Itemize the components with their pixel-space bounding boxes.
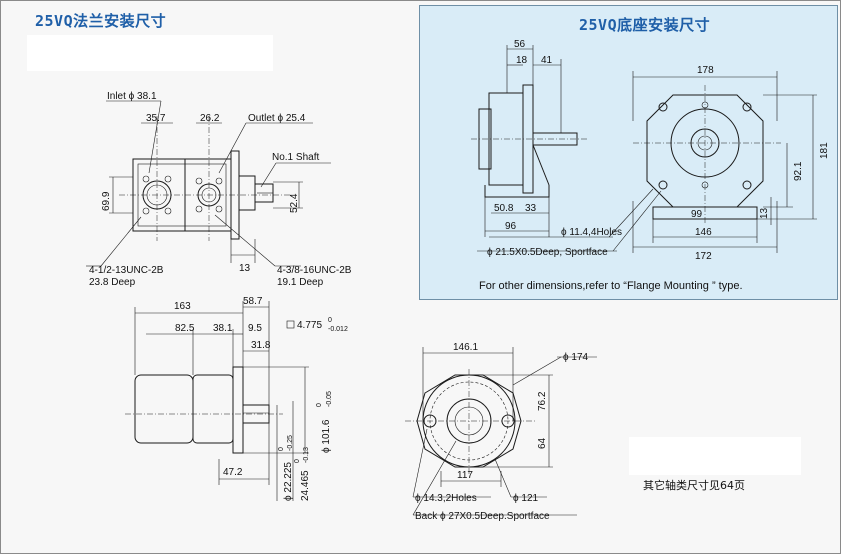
label-thread-1-depth: 23.8 Deep	[89, 277, 136, 288]
dim-key: 4.775	[297, 320, 322, 331]
dim-101-6-tol-lower: -0.05	[326, 391, 333, 407]
dim-52-4: 52.4	[289, 193, 300, 213]
dim-22-225-tol-lower: -0.25	[287, 435, 294, 451]
dim-101-6: ϕ 101.6	[321, 419, 332, 453]
dim-101-6-tol-upper: 0	[316, 403, 323, 407]
flange-top-view	[86, 100, 331, 267]
side-view	[125, 301, 309, 501]
front-view	[405, 347, 597, 516]
base-front-view	[477, 71, 817, 253]
label-thread-1: 4-1/2-13UNC-2B	[89, 265, 164, 276]
dim-26-2: 26.2	[200, 113, 220, 124]
dim-9-5: 9.5	[248, 323, 262, 334]
label-thread-2-depth: 19.1 Deep	[277, 277, 324, 288]
dim-41: 41	[541, 55, 553, 66]
label-holes-2: ϕ 14.3,2Holes	[415, 493, 477, 504]
dim-117: 117	[457, 470, 473, 481]
flange-mounting-title: 25VQ法兰安装尺寸	[35, 12, 167, 30]
dim-146: 146	[695, 227, 712, 238]
dim-key-tol-lower: -0.012	[328, 326, 348, 333]
other-dimensions-note: For other dimensions,refer to “Flange Mo…	[479, 280, 743, 292]
dim-181: 181	[819, 142, 830, 159]
dim-35-7: 35.7	[146, 113, 166, 124]
base-mounting-title: 25VQ底座安装尺寸	[579, 16, 711, 34]
dim-22-225: ϕ 22.225	[283, 462, 294, 501]
dim-22-225-tol-upper: 0	[278, 447, 285, 451]
label-outlet: Outlet ϕ 25.4	[248, 113, 306, 124]
dim-13-b: 13	[759, 207, 770, 219]
blank-patch-note	[629, 437, 801, 475]
dim-172: 172	[695, 251, 712, 262]
dim-47-2: 47.2	[223, 467, 243, 478]
base-side-view	[471, 45, 587, 237]
dim-76-2: 76.2	[537, 391, 548, 411]
dim-phi-121: ϕ 121	[513, 493, 539, 504]
dim-33: 33	[525, 203, 537, 214]
dim-phi-174: ϕ 174	[563, 352, 589, 363]
dim-56: 56	[514, 39, 526, 50]
dim-64: 64	[537, 437, 548, 449]
label-back-spotface: Back ϕ 27X0.5Deep.Sportface	[415, 511, 550, 522]
dim-69-9: 69.9	[101, 191, 112, 211]
dim-96: 96	[505, 221, 517, 232]
dim-31-8: 31.8	[251, 340, 271, 351]
label-thread-2: 4-3/8-16UNC-2B	[277, 265, 352, 276]
blank-patch-top	[27, 35, 273, 71]
dim-146-1: 146.1	[453, 342, 478, 353]
label-inlet: Inlet ϕ 38.1	[107, 91, 157, 102]
label-holes-4: ϕ 11.4,4Holes	[561, 227, 622, 238]
dim-key-tol-upper: 0	[328, 317, 332, 324]
dimension-labels: Inlet ϕ 38.1 Outlet ϕ 25.4 No.1 Shaft 35…	[89, 39, 830, 522]
dim-92-1: 92.1	[793, 161, 804, 181]
label-shaft: No.1 Shaft	[272, 152, 319, 163]
dim-58-7: 58.7	[243, 296, 263, 307]
dim-38-1: 38.1	[213, 323, 233, 334]
dim-24-465: 24.465	[300, 470, 311, 501]
dim-163: 163	[174, 301, 191, 312]
dim-13-a: 13	[239, 263, 251, 274]
dim-99: 99	[691, 209, 703, 220]
dim-24-465-tol-upper: 0	[294, 459, 301, 463]
label-spotface: ϕ 21.5X0.5Deep, Sportface	[487, 247, 608, 258]
dim-178: 178	[697, 65, 714, 76]
dim-24-465-tol-lower: -0.13	[303, 447, 310, 463]
dim-50-8: 50.8	[494, 203, 514, 214]
shaft-reference-note: 其它轴类尺寸见64页	[643, 479, 745, 492]
dim-82-5: 82.5	[175, 323, 195, 334]
dim-18: 18	[516, 55, 528, 66]
